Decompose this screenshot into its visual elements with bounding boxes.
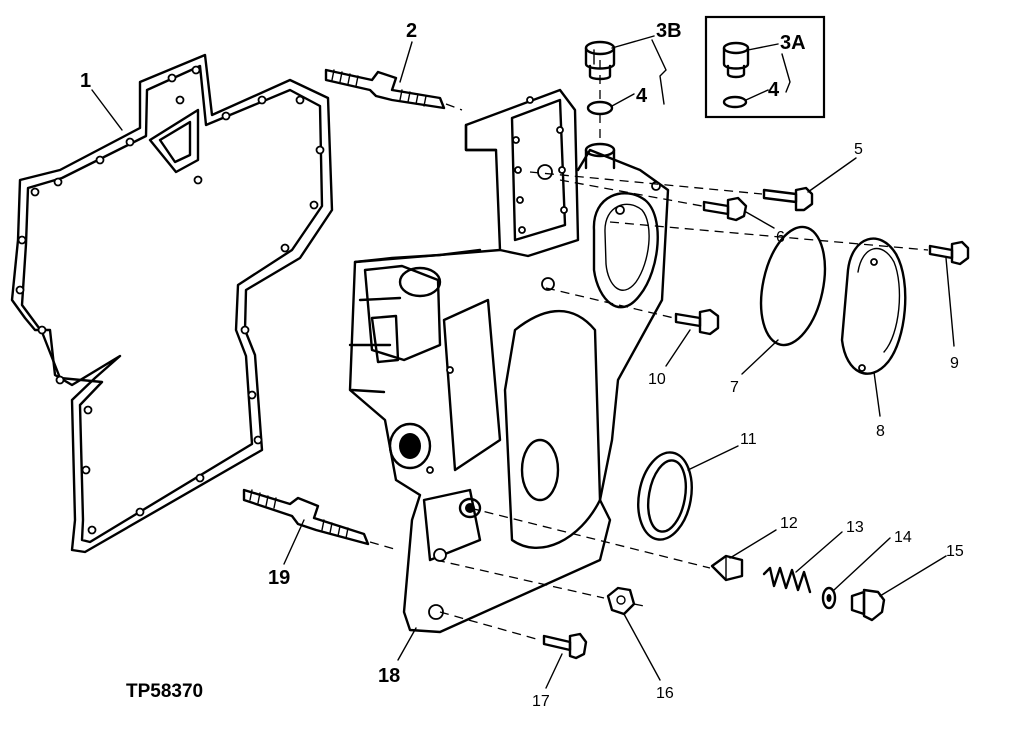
figure-id: TP58370 [126, 681, 203, 702]
callout-1: 1 [80, 70, 91, 92]
stud-part-19 [242, 488, 399, 551]
callout-4-inset: 4 [768, 79, 780, 101]
callout-18: 18 [378, 665, 400, 687]
boss-on-cover [584, 142, 616, 170]
callout-labels: 1 2 3B 4 3A 4 5 6 7 8 9 10 11 12 13 14 1… [80, 20, 964, 710]
bolt-part-5 [762, 186, 814, 212]
callout-6: 6 [776, 229, 785, 246]
bracket-3b-4 [651, 39, 667, 105]
callout-19: 19 [268, 567, 290, 589]
callout-2: 2 [406, 20, 417, 42]
o-ring-part-7 [759, 225, 827, 347]
callout-16: 16 [656, 685, 674, 702]
callout-17: 17 [532, 693, 550, 710]
callout-12: 12 [780, 515, 798, 532]
callout-4-main: 4 [636, 85, 648, 107]
gasket-part-1 [10, 53, 334, 554]
bolt-part-10 [674, 308, 720, 336]
gasket-bolt-holes [15, 65, 325, 535]
callout-14: 14 [894, 529, 912, 546]
front-cover-part-18 [348, 88, 670, 634]
cover-plate-part-8 [840, 237, 907, 375]
seal-part-11 [637, 451, 693, 541]
bolt-part-6 [702, 196, 748, 222]
inset-3a-box [704, 15, 826, 119]
plug-part-15 [850, 588, 886, 622]
bolt-part-17 [542, 632, 588, 660]
washer-part-4 [586, 100, 614, 116]
callout-8: 8 [876, 423, 885, 440]
callout-9: 9 [950, 355, 959, 372]
callout-3b: 3B [656, 20, 682, 42]
callout-15: 15 [946, 543, 964, 560]
valve-part-12 [710, 554, 744, 582]
bolt-part-9 [928, 240, 970, 266]
callout-13: 13 [846, 519, 864, 536]
stud-part-2 [324, 68, 463, 111]
assembly-lines [435, 60, 929, 641]
nut-part-16 [606, 586, 636, 616]
callout-11: 11 [740, 431, 757, 448]
callout-10: 10 [648, 371, 666, 388]
callout-5: 5 [854, 141, 863, 158]
leader-lines [91, 35, 955, 689]
callout-7: 7 [730, 379, 739, 396]
spring-part-13 [762, 566, 812, 594]
washer-part-14 [821, 586, 837, 610]
callout-3a: 3A [780, 32, 806, 54]
